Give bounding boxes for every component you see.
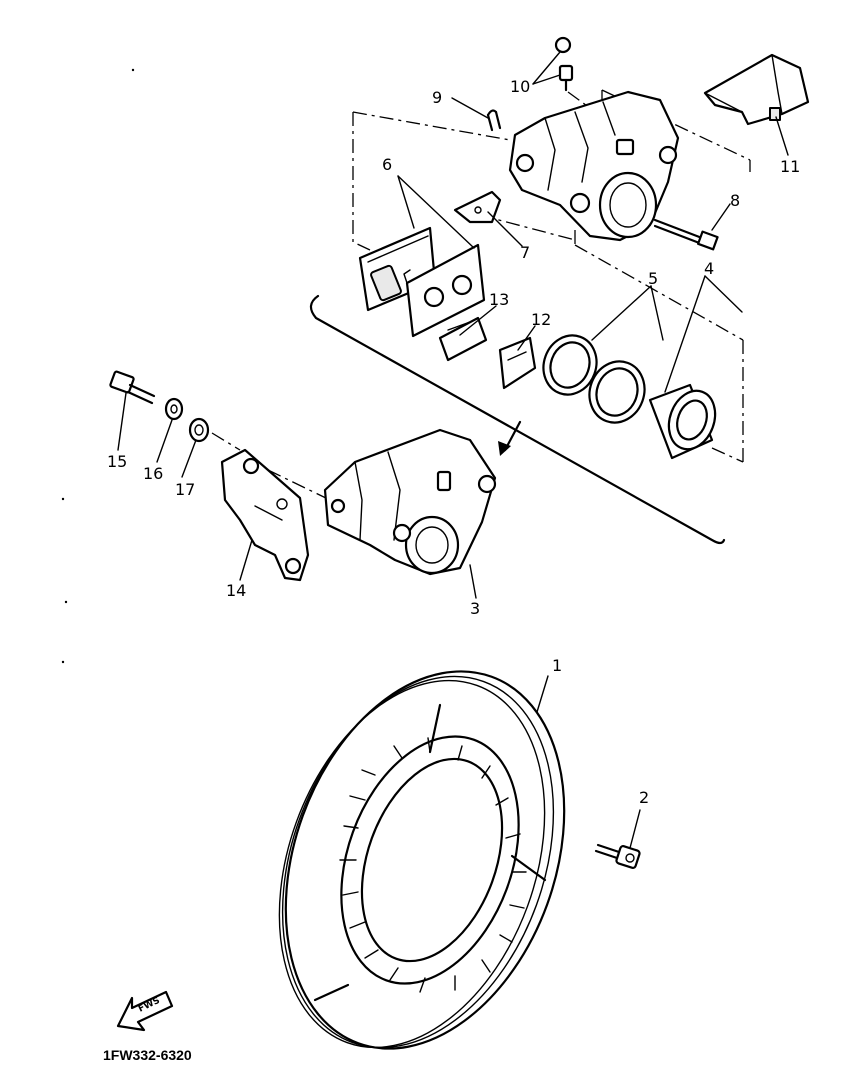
callout-17: 17 (175, 480, 195, 499)
callout-4: 4 (704, 259, 714, 278)
callout-10: 10 (510, 77, 530, 96)
callout-11: 11 (780, 157, 800, 176)
retaining-clip (486, 109, 502, 132)
forward-direction-arrow: FWS (116, 990, 174, 1032)
callout-9: 9 (432, 88, 442, 107)
disc-bolt (594, 843, 641, 869)
caliper-body-lower (323, 428, 497, 576)
lock-washer (164, 397, 184, 421)
flat-washer (188, 417, 210, 443)
pad-spring (453, 190, 502, 224)
caliper-bracket (220, 448, 310, 582)
callout-15: 15 (107, 452, 127, 471)
brake-pads (358, 226, 486, 338)
callout-3: 3 (470, 599, 480, 618)
pin-bolt (653, 218, 719, 251)
scan-specks (61, 68, 135, 664)
callout-1: 1 (552, 656, 562, 675)
pad-clip-13 (438, 316, 488, 362)
mounting-bolt (109, 370, 156, 405)
callout-16: 16 (143, 464, 163, 483)
caliper-group-bracket (309, 294, 726, 545)
piston (648, 383, 717, 460)
caliper-cover (703, 53, 810, 126)
callout-12: 12 (531, 310, 551, 329)
callout-8: 8 (730, 191, 740, 210)
callout-5: 5 (648, 269, 658, 288)
leader-lines (117, 51, 789, 849)
pad-clip-12 (498, 336, 537, 390)
callout-14: 14 (226, 581, 246, 600)
bleed-screw (554, 36, 574, 92)
assembly-arrow (498, 420, 522, 456)
callout-numbers: 1 2 3 4 5 6 7 8 9 10 11 12 13 14 15 16 1… (107, 77, 800, 807)
callout-13: 13 (489, 290, 509, 309)
caliper-body-upper (508, 90, 680, 242)
drawing-code: 1FW332-6320 (103, 1047, 192, 1063)
callout-6: 6 (382, 155, 392, 174)
piston-seals (542, 334, 646, 424)
brake-disc (278, 670, 566, 1050)
callout-7: 7 (520, 243, 530, 262)
callout-2: 2 (639, 788, 649, 807)
